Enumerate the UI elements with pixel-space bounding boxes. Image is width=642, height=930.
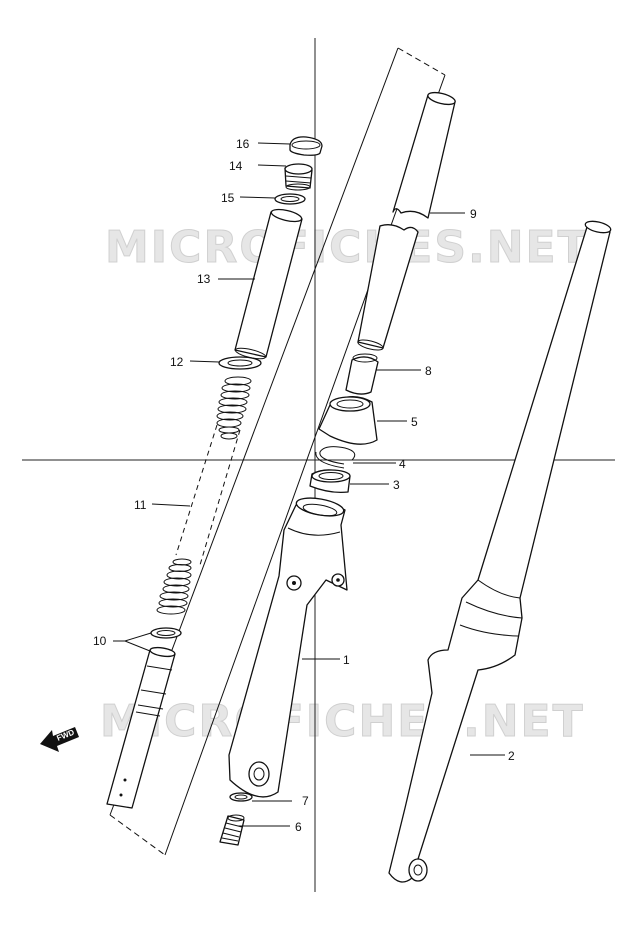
part-14-adjuster — [284, 163, 313, 191]
part-7-gasket — [229, 792, 253, 802]
callout-11: 11 — [134, 498, 147, 512]
watermark-bottom: MICROFICHES.NET — [100, 696, 585, 747]
part-12-washer — [218, 356, 262, 370]
part-5-seal-cap — [318, 396, 378, 445]
callout-12: 12 — [170, 355, 184, 369]
part-11-spring — [156, 376, 252, 615]
part-2-fork-assembly — [388, 220, 612, 883]
callout-4: 4 — [399, 457, 406, 471]
part-3-oil-seal — [309, 469, 351, 494]
callout-3: 3 — [393, 478, 400, 492]
part-15-washer — [274, 193, 306, 205]
callout-16: 16 — [236, 137, 250, 151]
callout-13: 13 — [197, 272, 211, 286]
part-8-bushing — [345, 353, 379, 395]
callout-14: 14 — [229, 159, 243, 173]
part-4-circlip — [315, 446, 356, 469]
part-13-spacer-tube — [234, 208, 303, 360]
part-16-cap — [289, 136, 323, 156]
leader-lines — [113, 142, 505, 827]
part-10-damper-rod — [106, 627, 182, 809]
watermark-top: MICROFICHES.NET — [105, 222, 590, 273]
callout-9: 9 — [470, 207, 477, 221]
callout-7: 7 — [302, 794, 309, 808]
part-1-outer-tube — [228, 497, 348, 798]
callout-1: 1 — [343, 653, 350, 667]
callout-15: 15 — [221, 191, 235, 205]
fwd-arrow-icon: FWD — [40, 727, 79, 752]
callout-2: 2 — [508, 749, 515, 763]
part-9-inner-tube — [357, 91, 456, 351]
callout-6: 6 — [295, 820, 302, 834]
callout-8: 8 — [425, 364, 432, 378]
callout-10: 10 — [93, 634, 107, 648]
callout-5: 5 — [411, 415, 418, 429]
part-6-bolt — [219, 814, 245, 846]
